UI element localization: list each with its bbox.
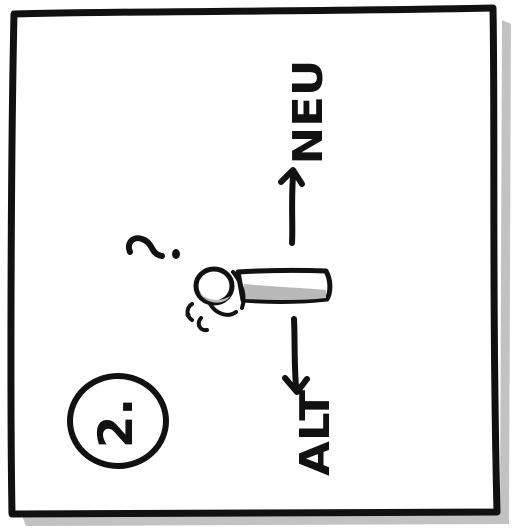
- step-number: 2.: [88, 398, 143, 448]
- question-mark-text: ?: [0, 0, 1, 1]
- panel-frame: [11, 8, 497, 514]
- label-old: ALT: [291, 390, 339, 476]
- person-head: [196, 269, 232, 303]
- label-new: NEU: [284, 60, 332, 165]
